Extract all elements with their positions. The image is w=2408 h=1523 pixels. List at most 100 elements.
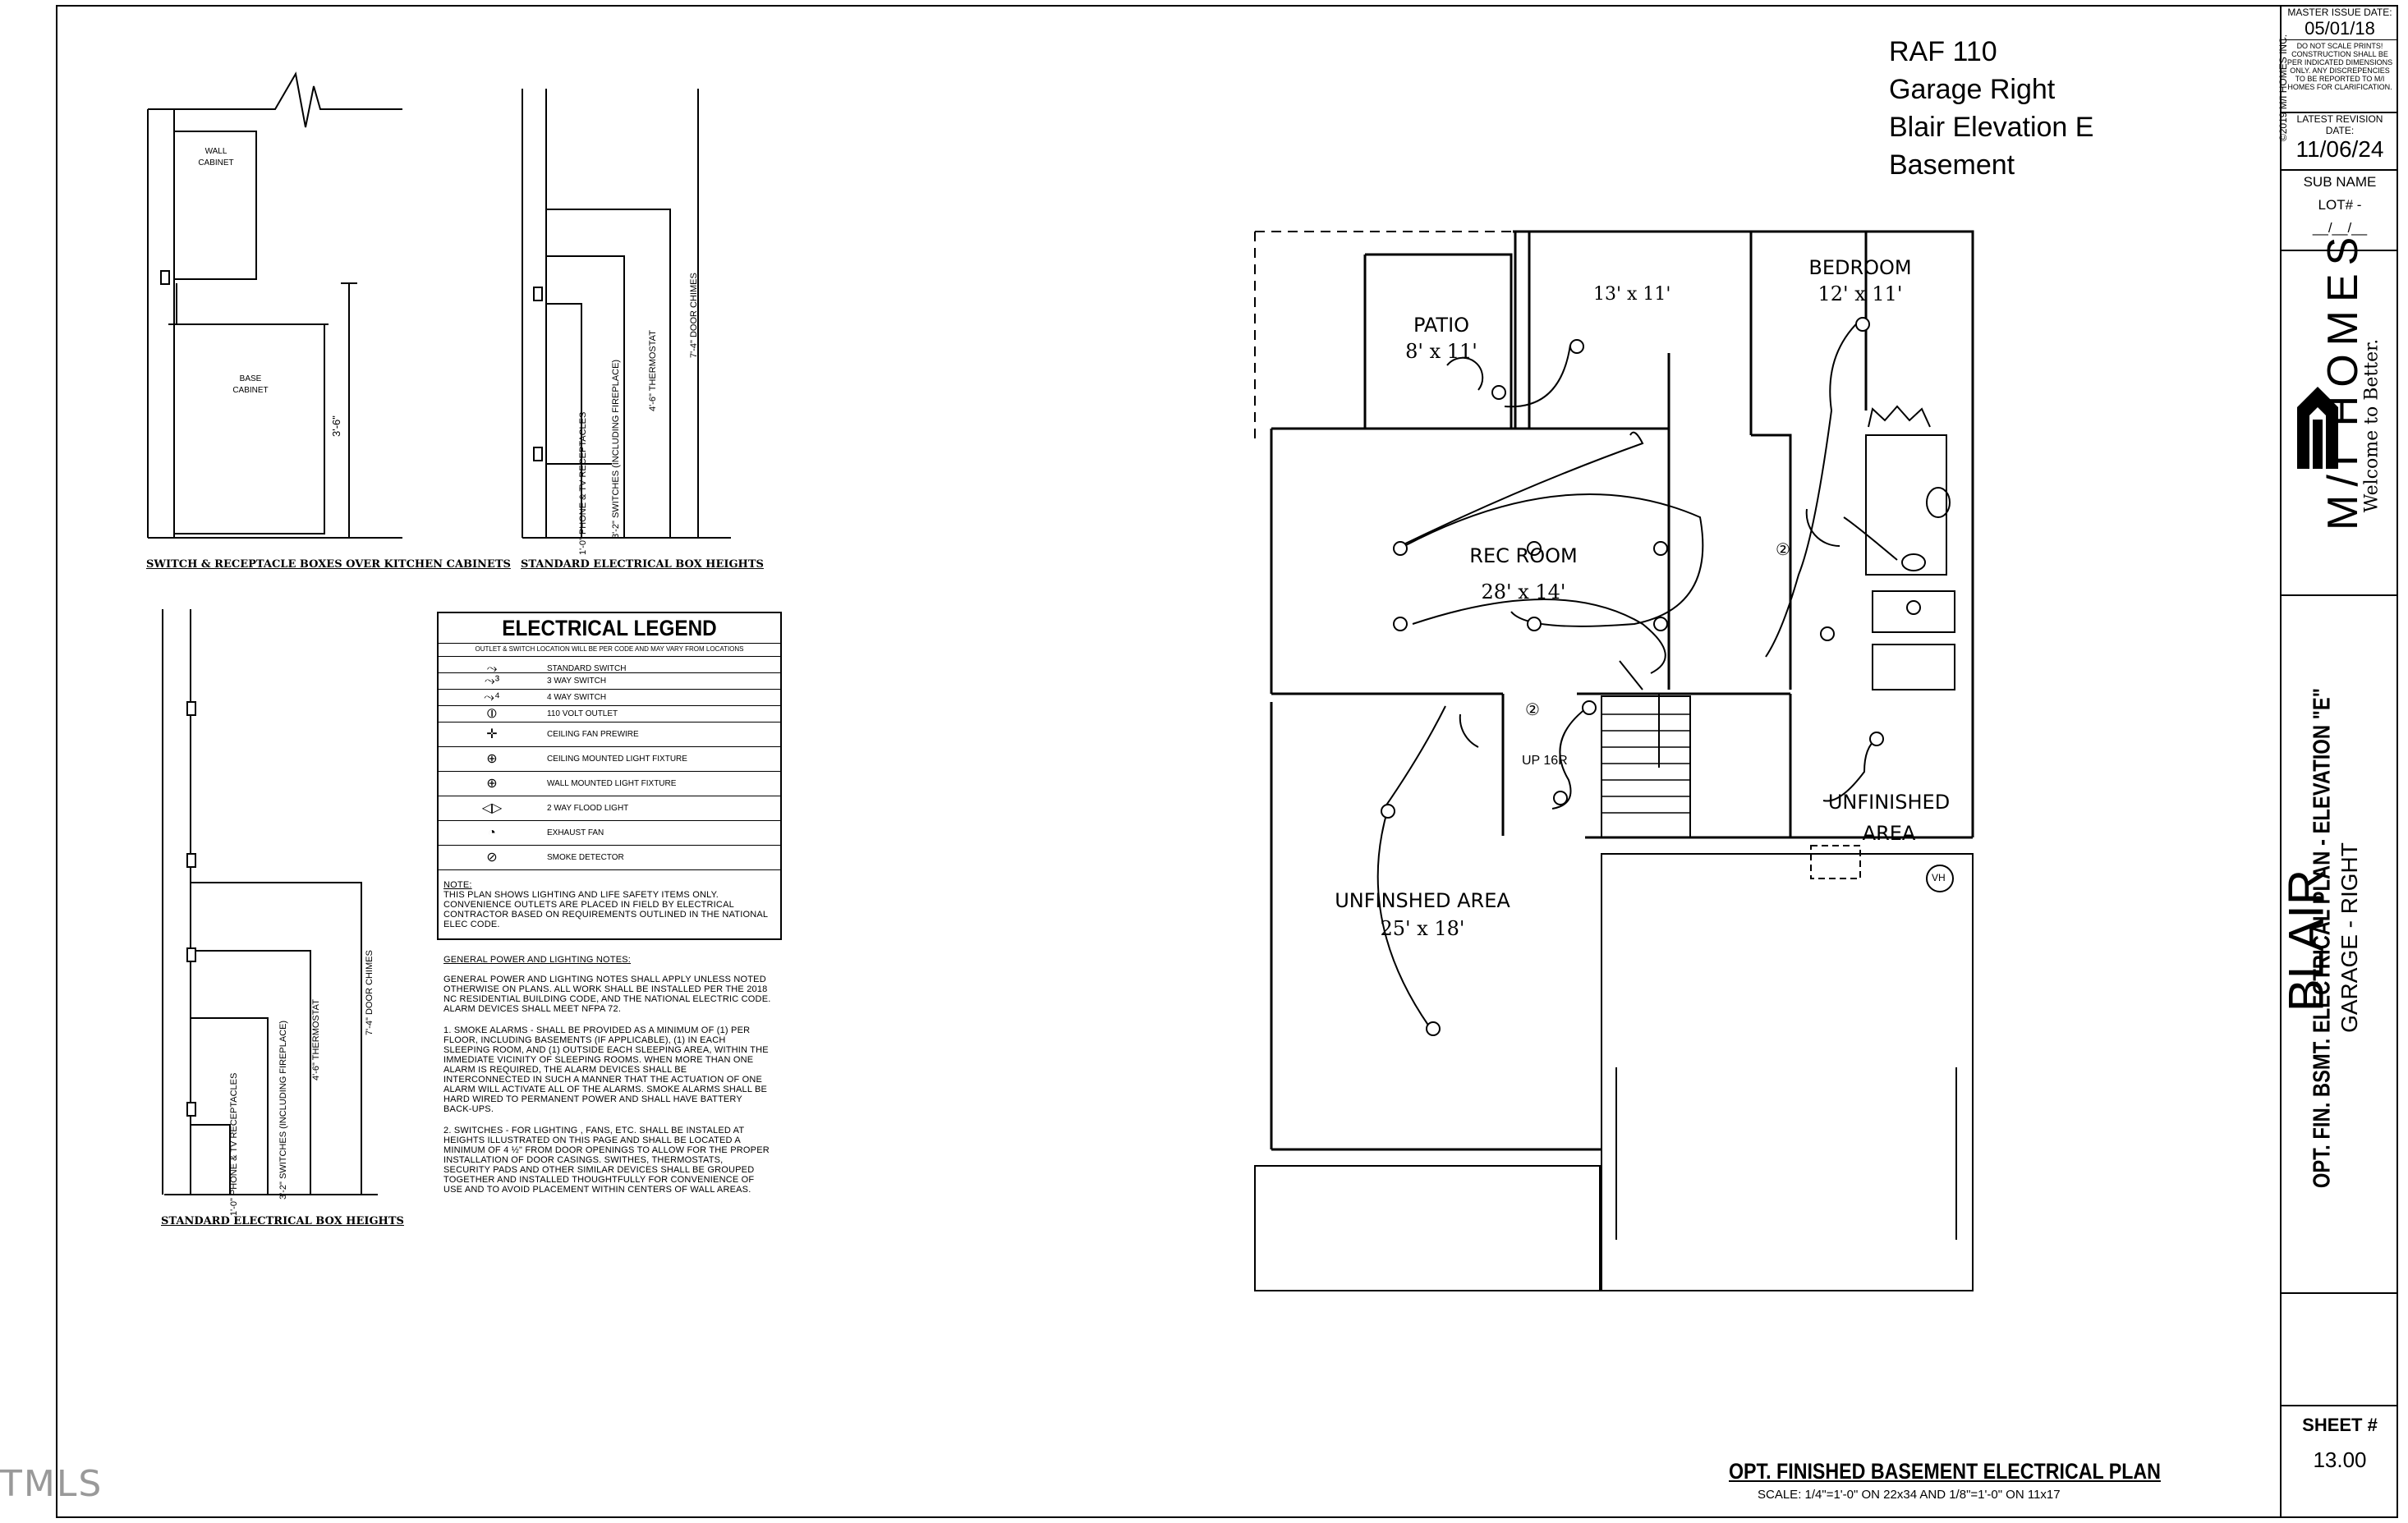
legend-note: NOTE: THIS PLAN SHOWS LIGHTING AND LIFE … xyxy=(443,880,772,929)
header-line: Garage Right xyxy=(1889,74,2056,105)
general-notes-item: 1. SMOKE ALARMS - SHALL BE PROVIDED AS A… xyxy=(443,1025,769,1114)
header-line: RAF 110 xyxy=(1889,36,1997,67)
legend-row: ⤳ STANDARD SWITCH xyxy=(439,656,782,681)
wall-cabinet-label: WALL CABINET xyxy=(198,147,234,167)
legend-row: ⊘ SMOKE DETECTOR xyxy=(439,845,782,870)
master-issue-date: 05/01/18 xyxy=(2282,18,2398,40)
smoke-detector-icon: ② xyxy=(1525,701,1540,719)
title-block: MASTER ISSUE DATE: 05/01/18 DO NOT SCALE… xyxy=(2279,5,2398,1518)
detail-drawings xyxy=(147,71,731,1195)
sheet-border xyxy=(56,5,2398,1518)
legend-row: ⤳⁴ 4 WAY SWITCH xyxy=(439,689,782,706)
kitchen-caption: SWITCH & RECEPTACLE BOXES OVER KITCHEN C… xyxy=(146,558,511,571)
stairs-label: UP 16R xyxy=(1522,754,1568,768)
sheet-cell: SHEET # 13.00 xyxy=(2282,1405,2398,1518)
base-cabinet-label: BASE CABINET xyxy=(232,374,269,395)
general-notes: GENERAL POWER AND LIGHTING NOTES: GENERA… xyxy=(443,955,772,1195)
master-issue-label: MASTER ISSUE DATE: xyxy=(2287,7,2392,18)
watermark: TMLS xyxy=(0,1463,103,1505)
room-dim: 28' x 14' xyxy=(1481,580,1566,603)
legend-row: ◔ EXHAUST FAN xyxy=(439,820,782,846)
revision-date: 11/06/24 xyxy=(2295,136,2384,162)
tagline: Welcome to Better. xyxy=(2361,338,2383,513)
legend-row: ✛ CEILING FAN PREWIRE xyxy=(439,722,782,747)
room-label-patio: PATIO 8' x 11' xyxy=(1396,312,1487,365)
legend-label: 110 VOLT OUTLET xyxy=(547,709,618,718)
revision-cell: LATEST REVISION DATE: 11/06/24 xyxy=(2282,113,2398,171)
header-line: Basement xyxy=(1889,149,2015,181)
plan-sub: GARAGE - RIGHT xyxy=(2337,842,2362,1033)
legend-label: CEILING MOUNTED LIGHT FIXTURE xyxy=(547,755,687,764)
room-name: PATIO xyxy=(1413,314,1470,337)
legend-symbol: ◔ xyxy=(488,826,496,840)
room-name: UNFINISHED xyxy=(1827,791,1951,814)
legend-label: 4 WAY SWITCH xyxy=(547,693,607,702)
legend-note-text: THIS PLAN SHOWS LIGHTING AND LIFE SAFETY… xyxy=(443,890,768,929)
general-notes-intro: GENERAL POWER AND LIGHTING NOTES SHALL A… xyxy=(443,975,771,1014)
drawing-title: OPT. FINISHED BASEMENT ELECTRICAL PLAN xyxy=(1729,1459,2161,1484)
legend-symbol: ⤳³ xyxy=(484,674,500,688)
box-caption-2: STANDARD ELECTRICAL BOX HEIGHTS xyxy=(161,1215,404,1227)
legend-row: ⊕ CEILING MOUNTED LIGHT FIXTURE xyxy=(439,746,782,772)
legend-label: EXHAUST FAN xyxy=(547,828,604,837)
plan-header: RAF 110 Garage Right Blair Elevation E B… xyxy=(1889,33,2093,184)
room-dim: 8' x 11' xyxy=(1405,340,1477,363)
brand-name: M/I HOMES xyxy=(2319,228,2367,530)
room-label-bedroom: BEDROOM 12' x 11' xyxy=(1803,255,1918,307)
legend-symbol: ⊕ xyxy=(486,777,498,791)
legend-label: 2 WAY FLOOD LIGHT xyxy=(547,804,629,813)
date-blank: __/__/__ xyxy=(2312,220,2368,236)
drawing-scale: SCALE: 1/4"=1'-0" ON 22x34 AND 1/8"=1'-0… xyxy=(1758,1488,2061,1502)
legend-symbol: ⊘ xyxy=(486,851,498,865)
disclaimer: DO NOT SCALE PRINTS! CONSTRUCTION SHALL … xyxy=(2286,42,2393,91)
legend-symbol: ⦶ xyxy=(487,707,497,721)
room-dim: 12' x 11' xyxy=(1817,282,1903,305)
legend-label: WALL MOUNTED LIGHT FIXTURE xyxy=(547,779,677,788)
legend-row: ⤳³ 3 WAY SWITCH xyxy=(439,672,782,690)
plan-desc: OPT. FIN. BSMT. ELECTRICAL PLAN - ELEVAT… xyxy=(2309,687,2336,1189)
legend-symbol: ◁▷ xyxy=(481,801,503,815)
room-label-unfinished-left: UNFINSHED AREA 25' x 18' xyxy=(1324,887,1521,943)
legend-symbol: ⊕ xyxy=(486,752,498,766)
box-caption-1: STANDARD ELECTRICAL BOX HEIGHTS xyxy=(521,558,764,571)
general-notes-item: 2. SWITCHES - FOR LIGHTING , FANS, ETC. … xyxy=(443,1126,770,1195)
sheet-number: 13.00 xyxy=(2313,1447,2367,1472)
header-line: Blair Elevation E xyxy=(1889,112,2094,143)
room-name: UNFINSHED AREA xyxy=(1335,889,1510,912)
revision-label: LATEST REVISION DATE: xyxy=(2296,113,2383,136)
room-dim: 25' x 18' xyxy=(1380,917,1465,940)
legend-row: ◁▷ 2 WAY FLOOD LIGHT xyxy=(439,796,782,821)
copyright: ©2019 M/I HOMES INC. xyxy=(2277,34,2289,142)
legend-note-label: NOTE: xyxy=(443,880,472,890)
sheet-label: SHEET # xyxy=(2302,1415,2378,1435)
legend-symbol: ⤳⁴ xyxy=(484,690,500,704)
sub-cell: SUB NAME LOT# - __/__/__ xyxy=(2282,171,2398,251)
legend-label: STANDARD SWITCH xyxy=(547,664,627,673)
floor-plan xyxy=(1254,230,1974,1291)
room-name: AREA xyxy=(1862,822,1916,845)
plan-title-cell: BLAIR GARAGE - RIGHT OPT. FIN. BSMT. ELE… xyxy=(2279,596,2398,1294)
room-name: BEDROOM xyxy=(1808,256,1912,279)
lot-number: LOT# - xyxy=(2318,197,2362,213)
sub-name: SUB NAME xyxy=(2303,174,2377,190)
legend-title: ELECTRICAL LEGEND xyxy=(502,616,717,640)
room-label-13x11: 13' x 11' xyxy=(1593,284,1671,305)
legend-label: SMOKE DETECTOR xyxy=(547,853,624,862)
electrical-legend: ELECTRICAL LEGEND OUTLET & SWITCH LOCATI… xyxy=(437,612,782,940)
room-name: REC ROOM xyxy=(1469,544,1578,567)
master-issue-cell: MASTER ISSUE DATE: 05/01/18 DO NOT SCALE… xyxy=(2282,5,2398,113)
room-label-unfinished-right: UNFINISHED AREA xyxy=(1815,787,1963,849)
mi-homes-logo-icon xyxy=(2297,387,2338,469)
legend-label: CEILING FAN PREWIRE xyxy=(547,730,639,739)
legend-row: ⊕ WALL MOUNTED LIGHT FIXTURE xyxy=(439,771,782,796)
general-notes-heading: GENERAL POWER AND LIGHTING NOTES: xyxy=(443,955,632,965)
legend-subtitle: OUTLET & SWITCH LOCATION WILL BE PER COD… xyxy=(439,643,780,655)
brand-cell: M/I HOMES Welcome to Better. xyxy=(2282,228,2398,596)
legend-symbol: ⤳ xyxy=(486,662,498,676)
room-label-rec: REC ROOM 28' x 14' xyxy=(1462,538,1585,610)
water-heater-label: VH xyxy=(1932,872,1946,883)
smoke-detector-icon: ② xyxy=(1776,541,1790,559)
legend-label: 3 WAY SWITCH xyxy=(547,677,607,686)
legend-row: ⦶ 110 VOLT OUTLET xyxy=(439,705,782,723)
legend-symbol: ✛ xyxy=(486,727,498,741)
